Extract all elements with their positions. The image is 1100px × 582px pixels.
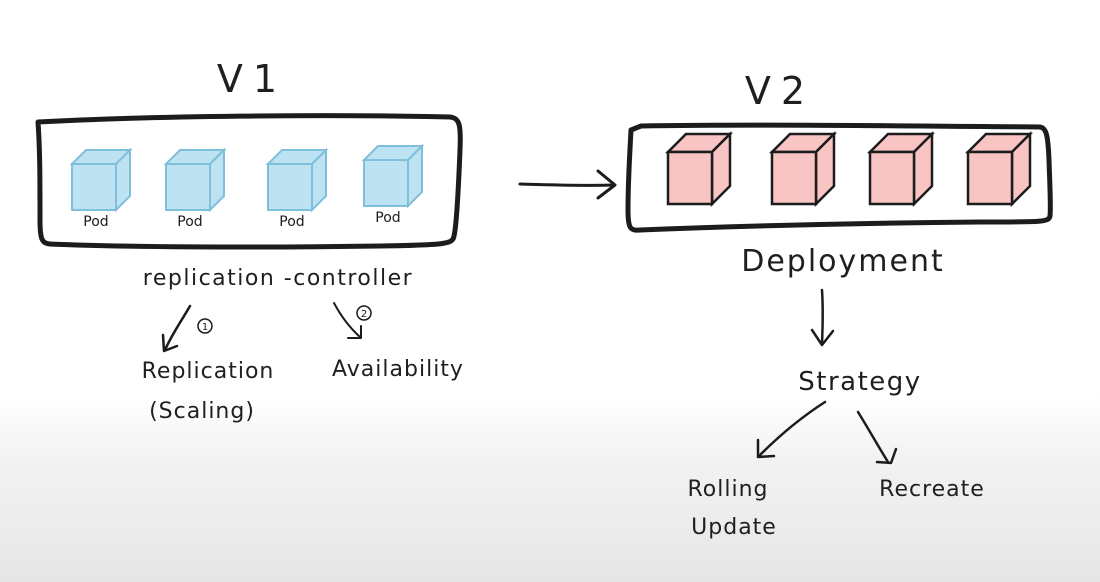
v1-pod-label-1: Pod [83,214,108,230]
v1-pod-label-2: Pod [177,214,202,230]
marker-2-circle [356,305,372,321]
v1-pod-cube-4 [361,143,425,209]
transition-arrow [518,182,616,187]
recreate-arrow [856,410,890,464]
recreate-label: Recreate [879,477,985,502]
transition-arrowhead [596,169,617,200]
marker-2: 2 [361,309,367,320]
rolling-arrow [758,400,827,457]
marker-1-circle [197,318,213,334]
v1-pod-group: Pod Pod Pod Pod [69,143,425,230]
v2-pod-group [664,130,1034,208]
replication-arrowhead [161,333,179,353]
v1-pod-cube-3-front [267,163,313,211]
replication-arrow [163,304,192,352]
replication-label: Replication [142,359,275,384]
v1-pod-label-3: Pod [279,214,304,230]
v1-pod-cube-2-front [165,163,211,211]
v1-pod-cube-3 [265,147,329,213]
v2-title: V2 [745,69,815,113]
v2-pod-cube-1-front [666,150,714,206]
v2-pod-cube-1 [664,130,734,208]
v2-pod-cube-4-front [966,150,1014,206]
v1-container [35,113,463,250]
deployment-arrowhead [810,328,835,347]
scaling-label: (Scaling) [149,399,255,424]
v2-pod-cube-3-front [868,150,916,206]
deployment-arrow [820,288,824,346]
v2-container [625,122,1053,233]
availability-label: Availability [332,357,464,382]
v1-pod-cube-1-front [71,163,117,211]
v2-pod-cube-3 [866,130,936,208]
strategy-label: Strategy [798,367,921,397]
rolling-arrowhead [756,438,776,459]
v1-pod-cube-4-front [363,159,409,207]
rolling-label: Rolling [687,477,768,502]
v2-pod-cube-2-front [770,150,818,206]
v1-title: V1 [217,57,287,101]
controller-label: replication -controller [143,266,413,291]
availability-arrowhead [347,325,362,339]
marker-1: 1 [202,322,208,333]
v2-pod-cube-2 [768,130,838,208]
availability-arrow [333,302,361,338]
deployment-label: Deployment [741,244,945,279]
update-label: Update [691,515,777,540]
recreate-arrowhead [875,447,898,465]
v1-pod-cube-1 [69,147,133,213]
v1-pod-label-4: Pod [375,210,400,226]
v1-pod-cube-2 [163,147,227,213]
v2-pod-cube-4 [964,130,1034,208]
